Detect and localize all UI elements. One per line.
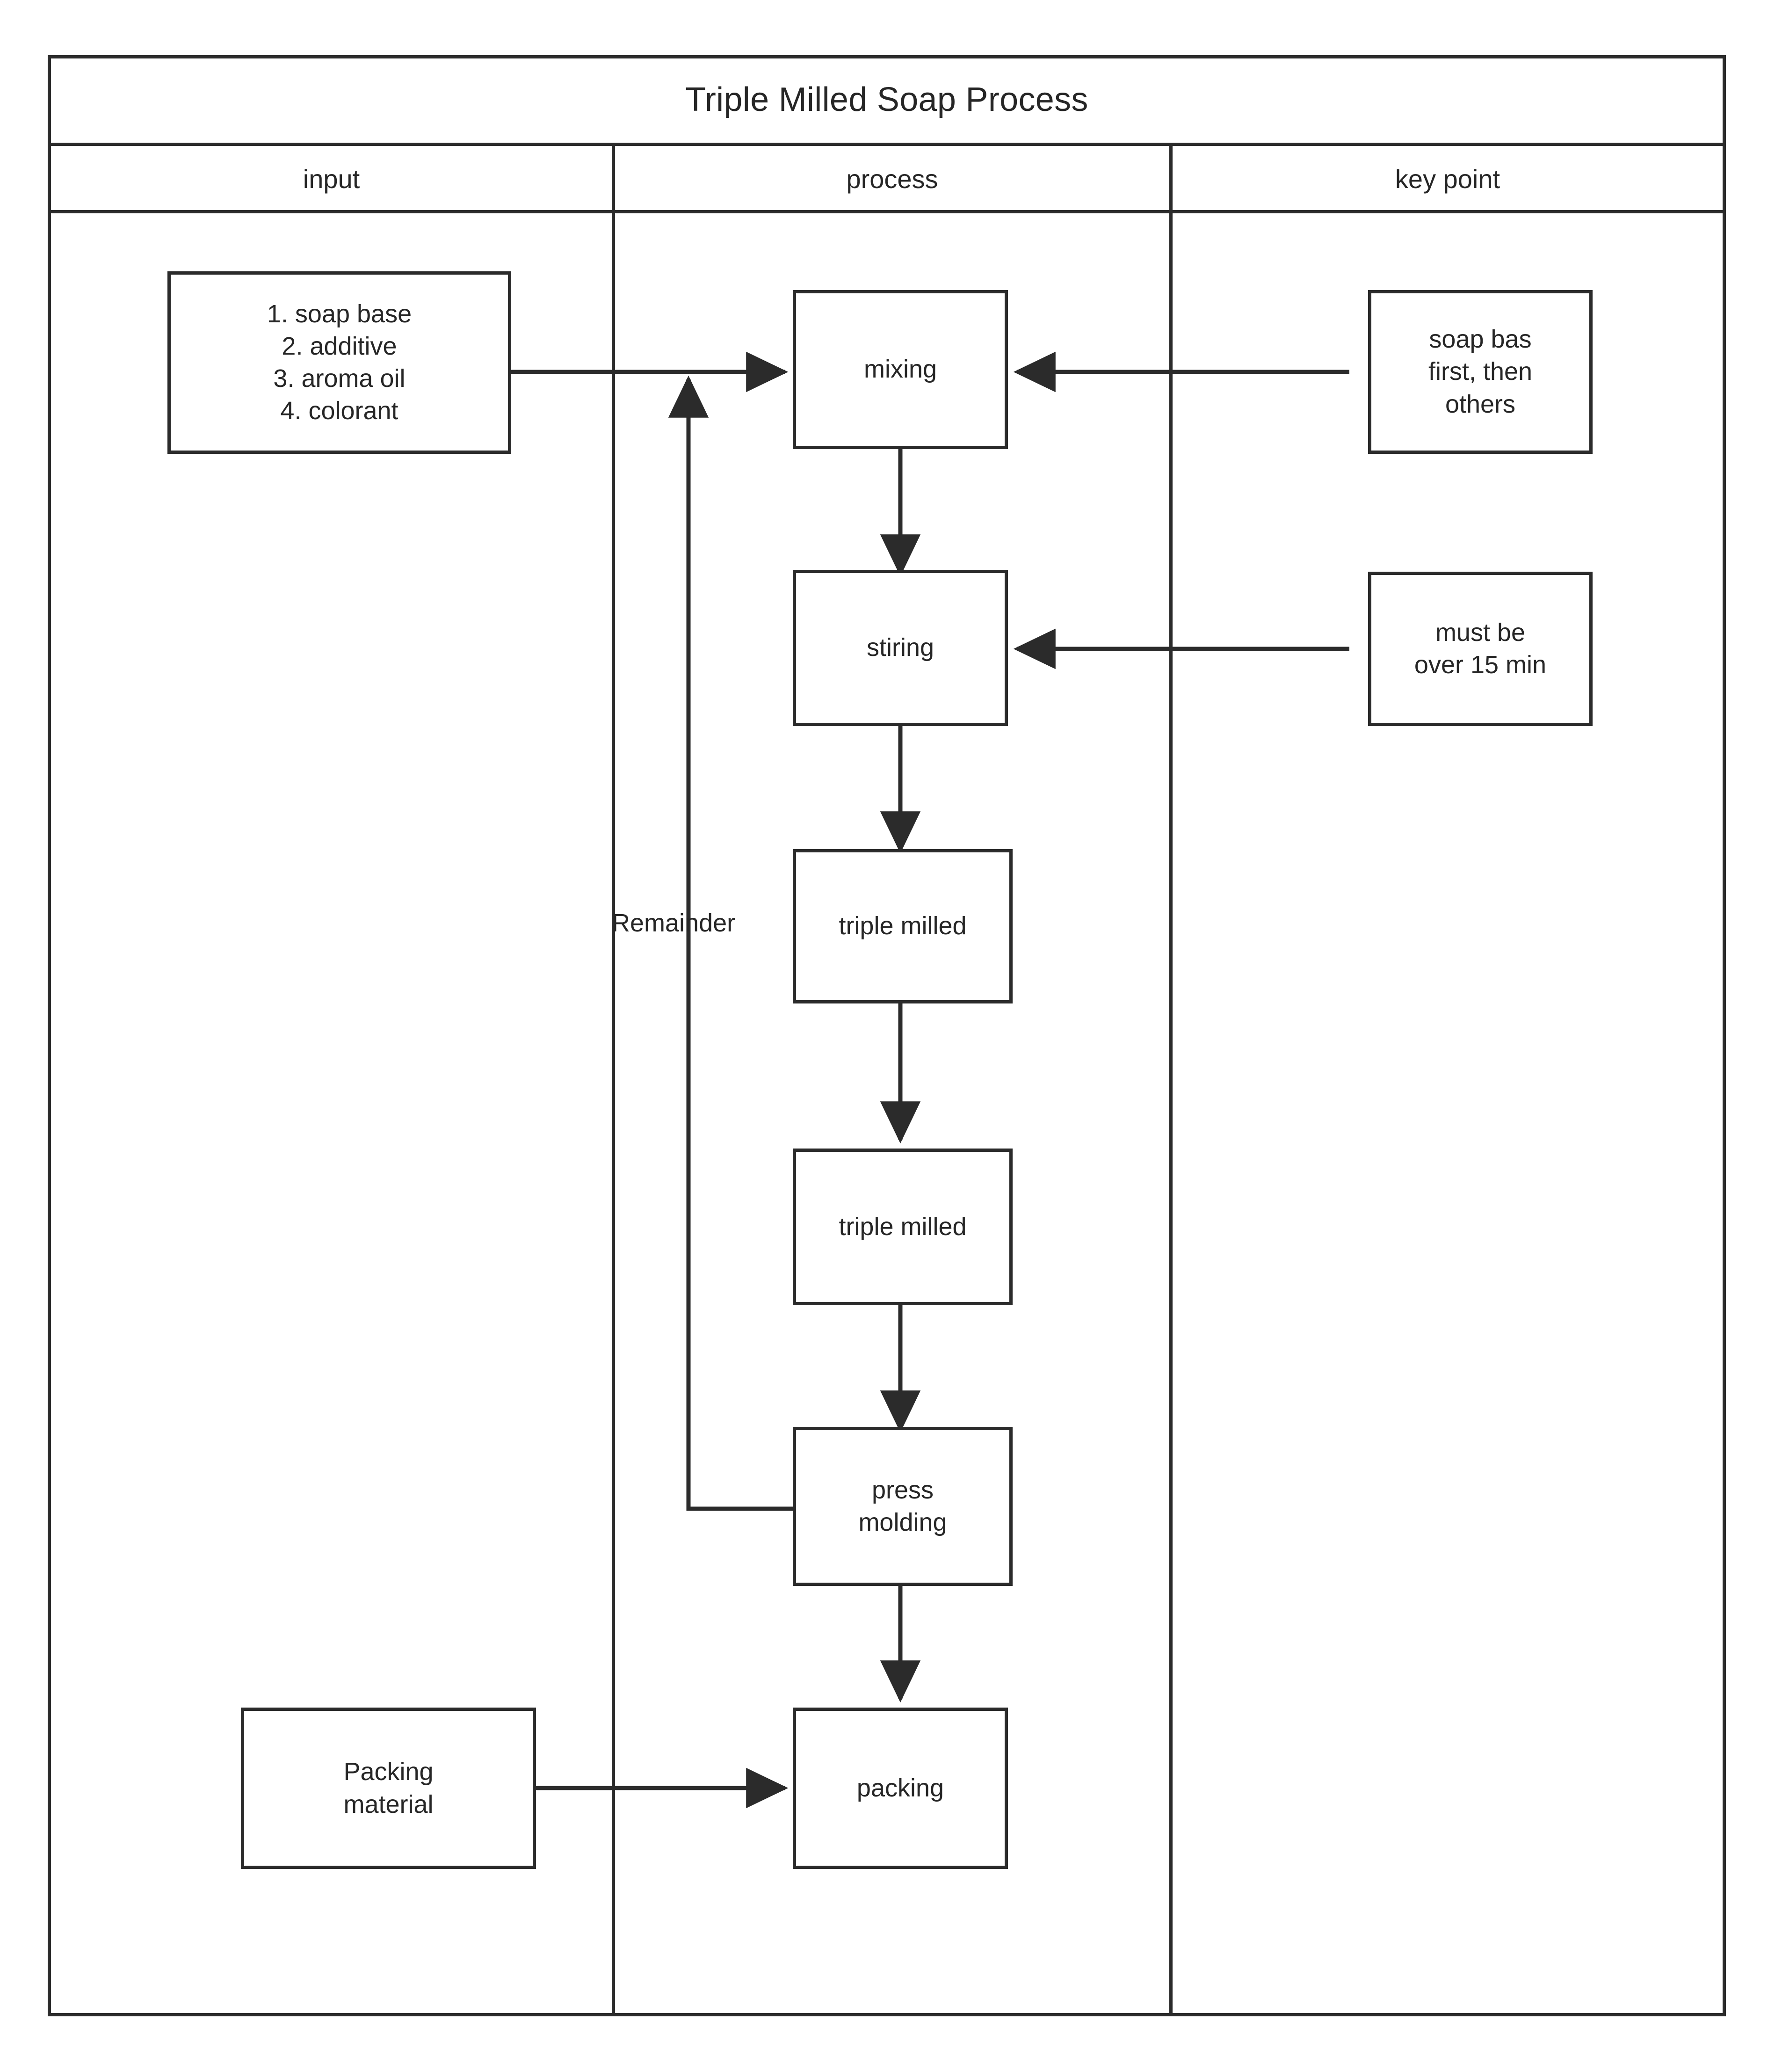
node-triple-milled-1[interactable]: triple milled <box>793 849 1013 1003</box>
title-row-divider <box>48 143 1726 146</box>
node-triple-milled-2[interactable]: triple milled <box>793 1149 1013 1305</box>
node-press-molding[interactable]: press molding <box>793 1427 1013 1586</box>
lane-divider-input-process <box>612 143 615 2016</box>
lane-divider-process-keypoint <box>1169 143 1173 2016</box>
node-stiring[interactable]: stiring <box>793 570 1008 726</box>
node-key-soap-base[interactable]: soap bas first, then others <box>1368 290 1593 454</box>
lane-header-input: input <box>303 164 360 194</box>
lane-header-divider <box>48 210 1726 213</box>
node-mixing[interactable]: mixing <box>793 290 1008 449</box>
edge-label-remainder: Remainder <box>612 909 736 937</box>
node-packing-material[interactable]: Packing material <box>241 1708 536 1869</box>
lane-header-process: process <box>846 164 938 194</box>
page-title: Triple Milled Soap Process <box>685 81 1088 118</box>
node-materials[interactable]: 1. soap base 2. additive 3. aroma oil 4.… <box>167 271 511 454</box>
lane-header-key-point: key point <box>1395 164 1500 194</box>
node-packing[interactable]: packing <box>793 1708 1008 1869</box>
node-key-stir-time[interactable]: must be over 15 min <box>1368 572 1593 726</box>
